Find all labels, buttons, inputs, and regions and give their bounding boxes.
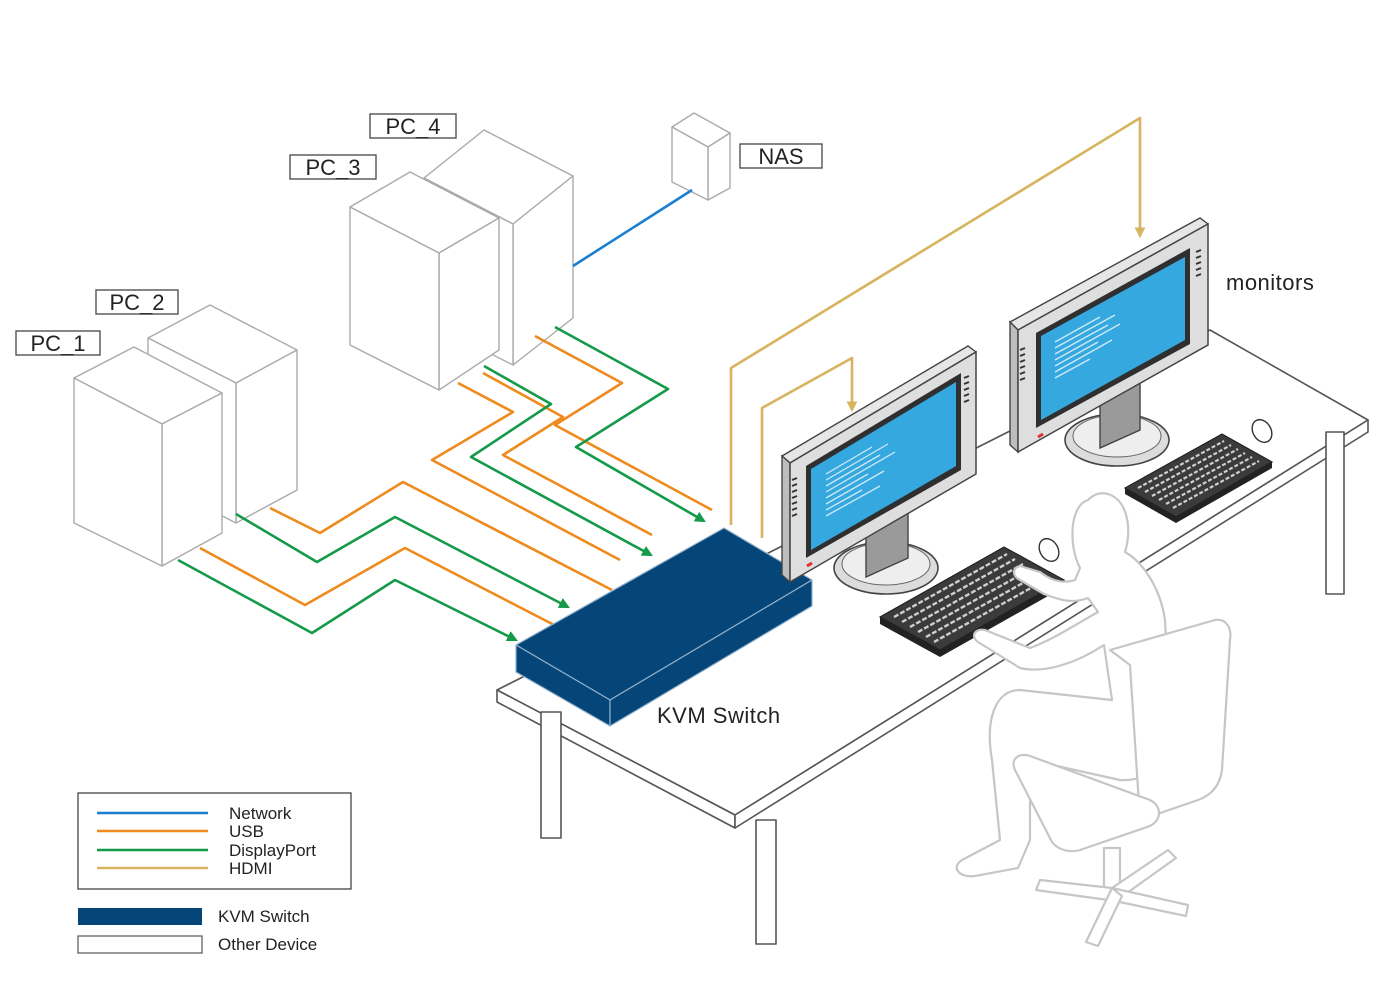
legend-other-swatch <box>77 935 203 954</box>
legend-hdmi-label: HDMI <box>229 859 272 878</box>
legend-network-label: Network <box>229 804 292 823</box>
mouse-right <box>1251 418 1273 444</box>
legend-kvm-swatch <box>78 908 202 925</box>
legend-kvm-label: KVM Switch <box>218 907 310 926</box>
keyboard-right <box>1123 433 1274 523</box>
monitor-left-screen <box>811 382 956 550</box>
monitors-label: monitors <box>1226 270 1314 295</box>
pc-4-label: PC_4 <box>385 114 440 139</box>
hdmi-cables <box>729 116 1146 538</box>
monitor-left <box>780 345 978 595</box>
pc-2-label-box <box>95 289 179 315</box>
usb-cables <box>199 334 713 630</box>
pc-2-label: PC_2 <box>109 290 164 315</box>
mouse-left <box>1038 537 1060 563</box>
person-silhouette <box>955 492 1172 878</box>
monitor-right <box>1008 217 1210 467</box>
network-cable <box>572 188 693 268</box>
legend-other-label: Other Device <box>218 935 317 954</box>
legend: Network USB DisplayPort HDMI KVM Switch … <box>77 792 352 954</box>
legend-displayport-label: DisplayPort <box>229 841 316 860</box>
office-chair <box>1012 618 1232 948</box>
pc-1-label: PC_1 <box>30 331 85 356</box>
nas-label: NAS <box>758 144 803 169</box>
legend-usb-label: USB <box>229 822 264 841</box>
legend-box <box>77 792 352 890</box>
nas-device <box>671 112 731 201</box>
device-labels <box>15 113 823 356</box>
kvm-switch-label: KVM Switch <box>657 703 781 728</box>
pc-1-label-box <box>15 330 101 356</box>
pc-3-label-box <box>289 154 377 180</box>
pc-3-label: PC_3 <box>305 155 360 180</box>
displayport-cables <box>177 325 706 642</box>
monitor-right-screen <box>1041 257 1185 420</box>
pc-4-label-box <box>369 113 457 139</box>
pc-1-tower <box>73 346 223 567</box>
pc-towers <box>73 112 731 567</box>
pc-3-tower <box>349 171 500 391</box>
kvm-switch <box>515 527 813 727</box>
nas-label-box <box>739 143 823 169</box>
